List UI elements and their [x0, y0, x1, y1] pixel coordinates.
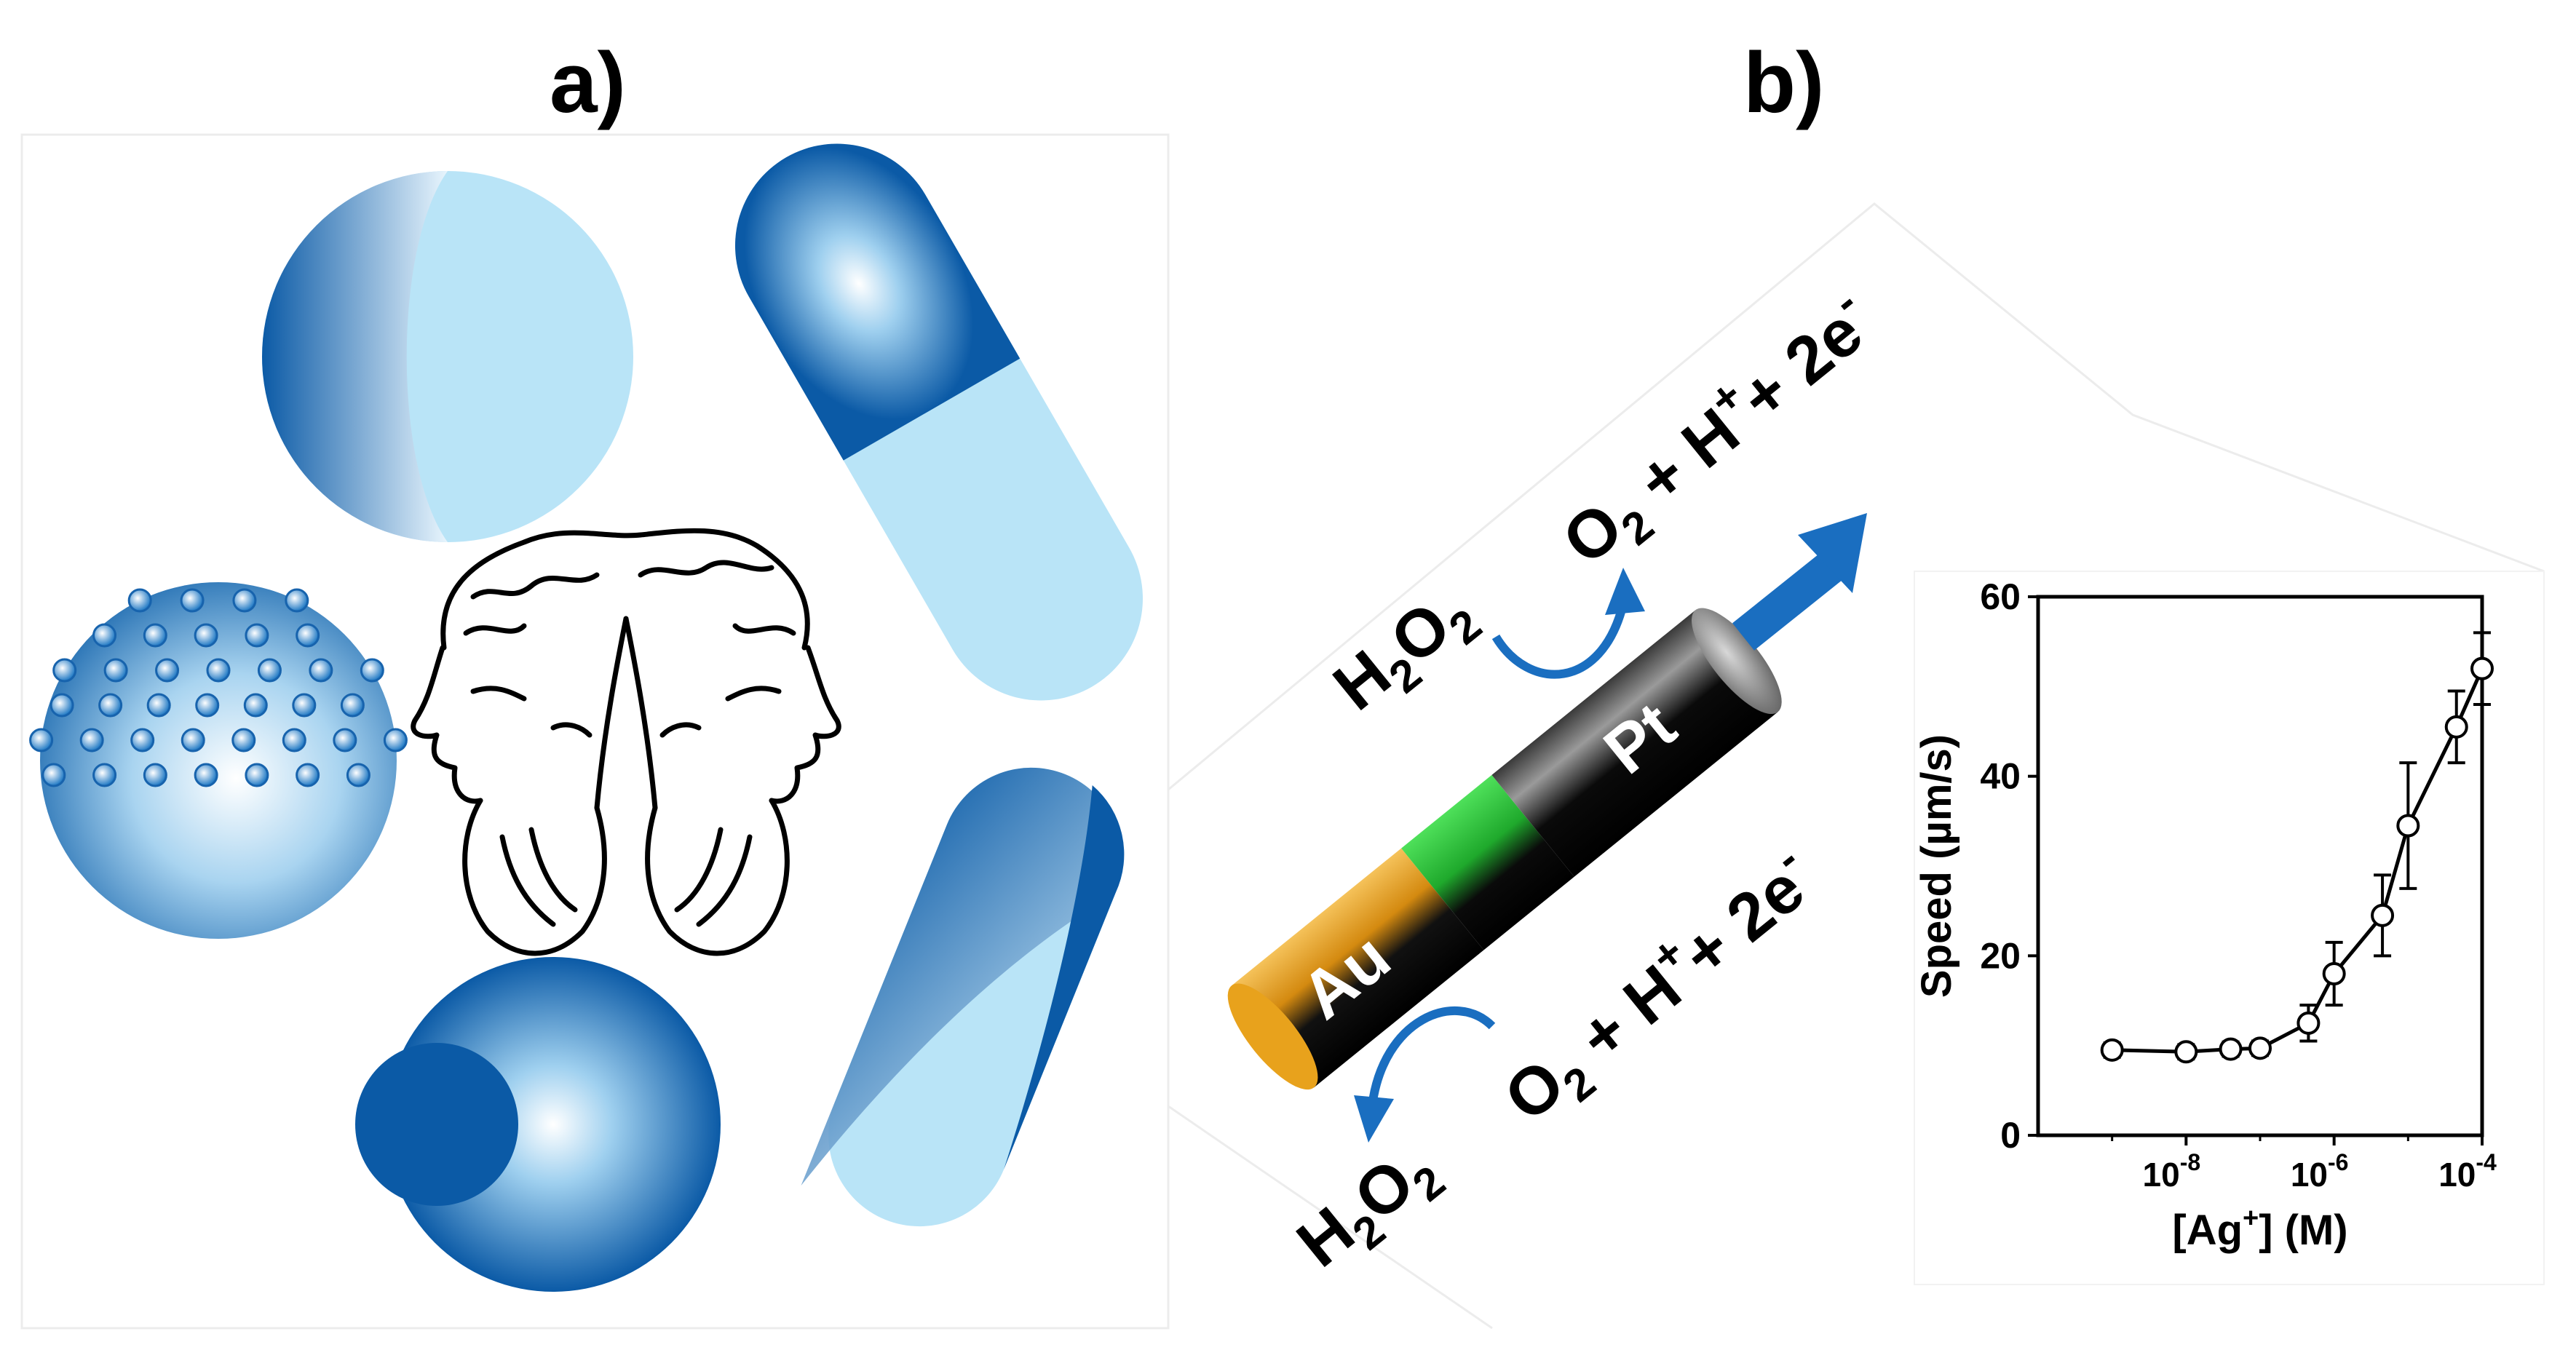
decorated-sphere	[29, 582, 408, 939]
y-axis-label: Speed (µm/s)	[1913, 734, 1960, 998]
surface-bead-20	[243, 693, 268, 718]
surface-bead-2	[232, 588, 257, 613]
surface-bead-26	[181, 728, 205, 753]
surface-bead-37	[346, 763, 370, 787]
surface-bead-22	[340, 693, 365, 718]
data-point-6	[2371, 903, 2395, 927]
panel-b-frame-top	[1168, 202, 2545, 791]
surface-bead-31	[41, 763, 66, 787]
surface-bead-29	[333, 728, 357, 753]
data-point-4	[2296, 1011, 2321, 1035]
surface-bead-10	[103, 658, 128, 683]
reaction-top-arrow	[1491, 603, 1628, 679]
surface-bead-25	[130, 728, 155, 753]
surface-bead-36	[296, 763, 320, 787]
reaction-bottom-arrow	[1368, 1006, 1496, 1107]
data-point-0	[2100, 1038, 2124, 1062]
data-point-3	[2248, 1036, 2272, 1060]
surface-bead-30	[383, 728, 408, 753]
panel-b-frame-bottom	[1168, 1105, 1493, 1330]
surface-bead-21	[292, 693, 317, 718]
mid-segment	[1401, 774, 1574, 950]
surface-bead-17	[98, 693, 123, 718]
data-point-2	[2219, 1037, 2243, 1061]
surface-bead-27	[231, 728, 256, 753]
surface-bead-12	[206, 658, 231, 683]
y-tick-label: 60	[1980, 576, 2021, 617]
surface-bead-15	[360, 658, 384, 683]
surface-bead-14	[309, 658, 333, 683]
au-end-cap	[1227, 983, 1318, 1090]
janus-rod-top	[735, 143, 1143, 701]
nanomotor-rod: Pt Au	[1227, 608, 1782, 1090]
surface-bead-5	[143, 623, 167, 648]
panel-label-a: a)	[550, 35, 626, 131]
surface-bead-8	[296, 623, 320, 648]
x-tick-label: 10-8	[2143, 1149, 2201, 1194]
surface-bead-23	[29, 728, 54, 753]
surface-bead-11	[155, 658, 180, 683]
data-point-5	[2322, 962, 2346, 985]
surface-bead-28	[282, 728, 306, 753]
y-tick-label: 0	[2000, 1115, 2021, 1156]
pt-end-cap	[1692, 608, 1782, 715]
data-point-9	[2470, 656, 2494, 680]
x-tick-label: 10-6	[2291, 1149, 2349, 1194]
janus-sphere-half	[262, 171, 633, 542]
data-point-7	[2396, 814, 2420, 838]
surface-bead-4	[92, 623, 117, 648]
h2o2-top-label: H2O2	[1320, 572, 1491, 734]
surface-bead-24	[79, 728, 104, 753]
surface-bead-7	[245, 623, 269, 648]
surface-bead-16	[49, 693, 74, 718]
surface-bead-6	[194, 623, 218, 648]
surface-bead-18	[146, 693, 171, 718]
surface-bead-0	[127, 588, 152, 613]
chart-frame	[1914, 571, 2545, 1285]
speed-chart: 0 20 40 60 10-8 10-6 10-4 Speed (µm/s) [Ag+] (M)	[1913, 576, 2497, 1254]
surface-bead-13	[257, 658, 282, 683]
surface-bead-33	[143, 763, 167, 787]
janus-head-drawing	[411, 528, 841, 956]
panel-a-frame	[20, 133, 1170, 1330]
surface-bead-3	[285, 588, 309, 613]
surface-bead-1	[180, 588, 205, 613]
x-tick-label: 10-4	[2438, 1149, 2497, 1194]
data-point-1	[2174, 1040, 2198, 1064]
surface-bead-19	[195, 693, 220, 718]
x-axis-label: [Ag+] (M)	[2172, 1203, 2347, 1254]
reaction-top: H2O2 O2 + H++ 2e-	[1320, 278, 1895, 734]
surface-bead-35	[245, 763, 269, 787]
panel-label-b: b)	[1743, 35, 1825, 131]
h2o2-bottom-label: H2O2	[1283, 1129, 1454, 1290]
surface-bead-9	[52, 658, 77, 683]
janus-sphere-capped	[355, 957, 721, 1292]
data-point-8	[2444, 715, 2468, 739]
janus-rod-bottom	[801, 767, 1125, 1227]
pt-segment	[1491, 610, 1778, 877]
surface-bead-32	[92, 763, 117, 787]
direction-arrow	[1732, 513, 1867, 651]
y-tick-label: 40	[1980, 756, 2021, 797]
series-line	[2112, 667, 2484, 1054]
surface-bead-34	[194, 763, 218, 787]
y-tick-label: 20	[1980, 935, 2021, 976]
